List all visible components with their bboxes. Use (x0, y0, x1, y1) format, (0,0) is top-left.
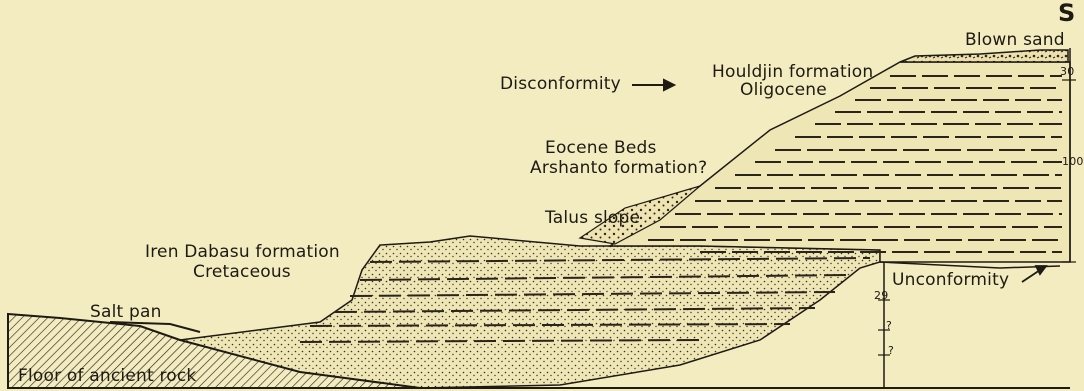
thickness-middle: 100 (1062, 156, 1084, 168)
thickness-unknown-b: ? (888, 345, 894, 357)
eocene-beds-label: Eocene Beds (545, 138, 657, 158)
thickness-lower: 29 (874, 290, 888, 302)
compass-direction: S (1058, 0, 1076, 26)
disconformity-arrow (632, 80, 674, 90)
thickness-top: 30 (1060, 66, 1074, 78)
disconformity-label: Disconformity (500, 74, 621, 94)
blown-sand-label: Blown sand (965, 30, 1065, 50)
talus-slope-label: Talus slope (545, 208, 640, 228)
cretaceous-label: Cretaceous (193, 262, 291, 282)
unconformity-arrow (1022, 266, 1046, 282)
oligocene-label: Oligocene (740, 80, 827, 100)
houldjin-cap (900, 50, 1068, 62)
salt-pan-label: Salt pan (90, 302, 162, 322)
unconformity-label: Unconformity (892, 270, 1009, 290)
arshanto-label: Arshanto formation? (530, 158, 707, 178)
thickness-unknown-a: ? (886, 320, 892, 332)
houldjin-label: Houldjin formation (712, 62, 873, 82)
iren-dabasu-label: Iren Dabasu formation (145, 242, 340, 262)
floor-label: Floor of ancient rock (18, 366, 196, 386)
